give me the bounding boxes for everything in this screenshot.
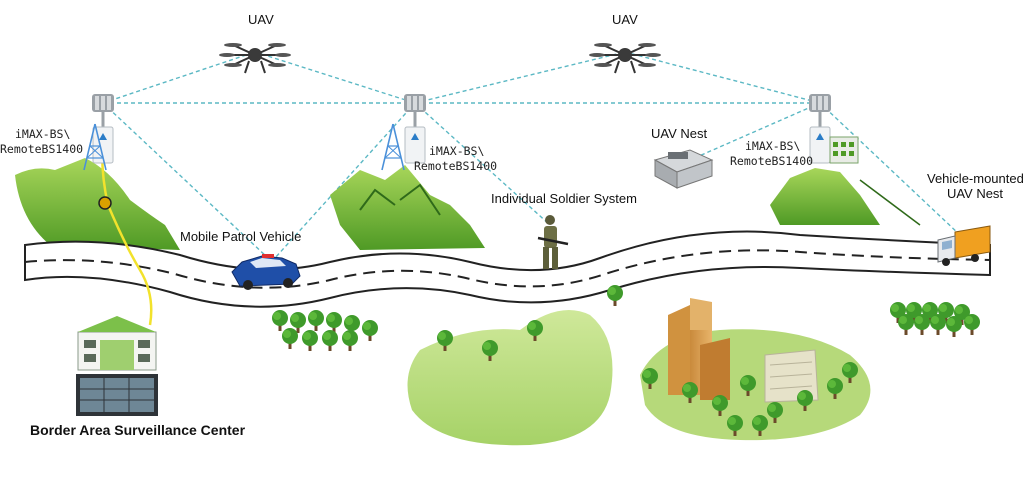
label-patrol-vehicle: Mobile Patrol Vehicle <box>180 229 302 244</box>
base-station-right <box>809 94 859 164</box>
label-bs-middle: iMAX-BS\ RemoteBS1400 <box>414 144 497 174</box>
label-bs-left-line1: iMAX-BS\ <box>15 127 71 141</box>
label-bs-middle-line2: RemoteBS1400 <box>414 159 498 173</box>
lawn-area <box>407 310 613 446</box>
label-uav-left: UAV <box>248 12 274 27</box>
uav-nest-icon <box>653 149 714 189</box>
fiber-link <box>100 134 153 326</box>
wireless-links <box>102 51 961 259</box>
label-bs-right: iMAX-BS\ RemoteBS1400 <box>730 139 813 169</box>
label-surveillance-center: Border Area Surveillance Center <box>30 422 246 438</box>
label-bs-right-line1: iMAX-BS\ <box>745 139 801 153</box>
label-vehicle-nest-line2: UAV Nest <box>946 186 1004 201</box>
trees <box>272 285 980 436</box>
fiber-junction-icon <box>98 196 112 210</box>
uav-left-icon <box>218 42 292 74</box>
label-soldier: Individual Soldier System <box>491 191 637 206</box>
label-bs-right-line2: RemoteBS1400 <box>730 154 814 168</box>
road <box>24 230 991 308</box>
label-vehicle-nest: Vehicle-mounted UAV Nest <box>927 171 1024 201</box>
label-bs-middle-line1: iMAX-BS\ <box>429 144 485 158</box>
label-vehicle-nest-line1: Vehicle-mounted <box>927 171 1024 186</box>
soldier-icon <box>537 215 569 269</box>
label-uav-right: UAV <box>612 12 638 27</box>
label-bs-left: iMAX-BS\ RemoteBS1400 <box>0 127 83 157</box>
patrol-vehicle-icon <box>231 254 301 290</box>
base-station-left <box>83 94 114 171</box>
mountains <box>15 158 921 250</box>
vehicle-uav-nest-icon <box>937 225 991 266</box>
label-bs-left-line2: RemoteBS1400 <box>0 142 84 156</box>
surveillance-center-icon <box>76 316 158 416</box>
label-uav-nest: UAV Nest <box>651 126 708 141</box>
